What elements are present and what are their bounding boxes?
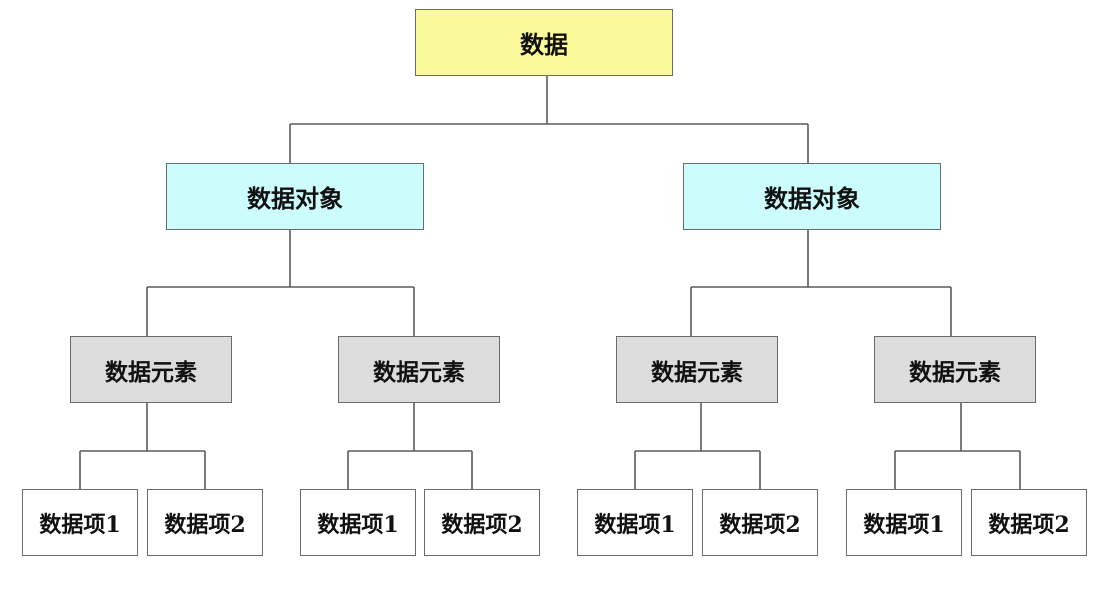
data-item-node: 数据项1	[300, 489, 416, 556]
data-object-node: 数据对象	[166, 163, 424, 230]
data-item-node: 数据项2	[147, 489, 263, 556]
data-item-node: 数据项1	[577, 489, 693, 556]
data-item-node: 数据项1	[846, 489, 962, 556]
data-item-node: 数据项2	[702, 489, 818, 556]
data-object-node: 数据对象	[683, 163, 941, 230]
root-node-data: 数据	[415, 9, 673, 76]
data-element-node: 数据元素	[70, 336, 232, 403]
data-item-node: 数据项2	[424, 489, 540, 556]
data-element-node: 数据元素	[874, 336, 1036, 403]
data-item-node: 数据项1	[22, 489, 138, 556]
data-item-node: 数据项2	[971, 489, 1087, 556]
data-element-node: 数据元素	[338, 336, 500, 403]
data-element-node: 数据元素	[616, 336, 778, 403]
